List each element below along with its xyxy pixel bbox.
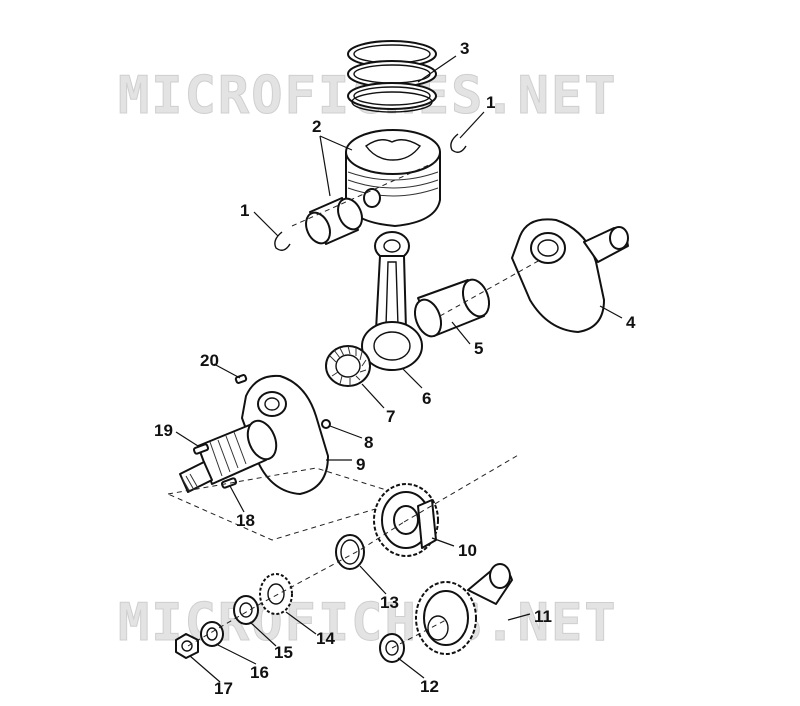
spacer-ring xyxy=(335,534,365,570)
crank-half-right xyxy=(511,218,629,333)
callout-12: 12 xyxy=(420,677,439,696)
centerline-balancer xyxy=(391,619,447,649)
sprocket xyxy=(259,573,293,615)
callout-20: 20 xyxy=(200,351,219,370)
crank-pin xyxy=(413,278,491,338)
callout-10: 10 xyxy=(458,541,477,560)
callout-7: 7 xyxy=(386,407,395,426)
needle-bearing xyxy=(325,345,371,387)
piston-pin xyxy=(305,197,363,245)
centerline-piston xyxy=(291,159,441,227)
crank-gear xyxy=(373,483,439,557)
callout-11: 11 xyxy=(534,607,552,626)
callout-2: 2 xyxy=(312,117,321,136)
callout-1-right: 1 xyxy=(486,93,495,112)
nut xyxy=(175,633,199,659)
assembly-outline xyxy=(166,467,414,541)
centerline-crankpin xyxy=(439,259,541,317)
callout-16: 16 xyxy=(250,663,269,682)
washer-16 xyxy=(200,621,224,647)
pin-19 xyxy=(192,443,210,455)
woodruff-key xyxy=(321,419,331,429)
callout-5: 5 xyxy=(474,339,483,358)
callout-14: 14 xyxy=(316,629,335,648)
callout-18: 18 xyxy=(236,511,255,530)
circlip-right xyxy=(450,133,467,153)
callout-17: 17 xyxy=(214,679,233,698)
callout-4: 4 xyxy=(626,313,636,332)
callout-1-left: 1 xyxy=(240,201,249,220)
callout-13: 13 xyxy=(380,593,399,612)
connecting-rod xyxy=(361,231,423,371)
pin-18 xyxy=(220,477,238,489)
callout-3: 3 xyxy=(460,39,469,58)
collar xyxy=(233,595,259,625)
centerline-upper xyxy=(403,453,521,523)
circlip-left xyxy=(274,231,291,251)
leader-lines xyxy=(175,55,623,683)
crank-half-left xyxy=(179,374,329,495)
callout-9: 9 xyxy=(356,455,365,474)
callout-6: 6 xyxy=(422,389,431,408)
watermark-bottom: MICROFICHES.NET xyxy=(118,593,618,653)
piston-rings xyxy=(347,40,437,113)
balancer-shaft xyxy=(415,563,513,655)
callout-8: 8 xyxy=(364,433,373,452)
callout-15: 15 xyxy=(274,643,293,662)
callout-19: 19 xyxy=(154,421,173,440)
